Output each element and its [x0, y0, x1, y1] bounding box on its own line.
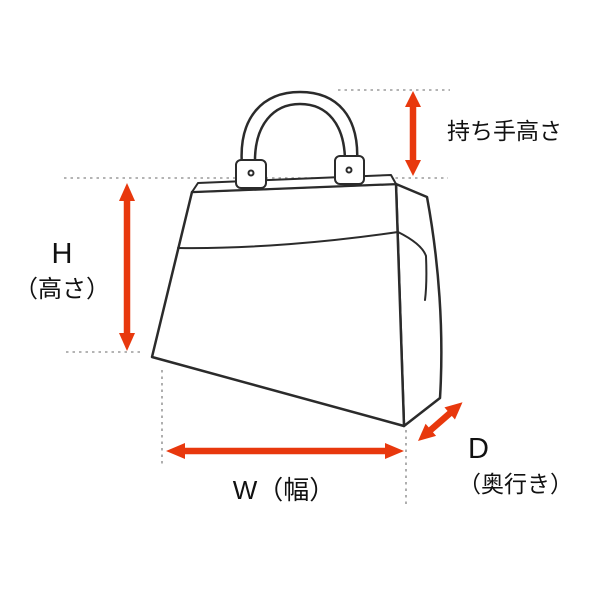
bag-handle-outer: [240, 90, 359, 168]
depth-arrow-shaft: [427, 409, 454, 434]
depth-symbol-label: D: [468, 433, 489, 465]
handle-height-arrow-head-bottom: [405, 160, 421, 176]
depth-arrow-head-back: [444, 402, 463, 420]
height-arrow: [119, 183, 135, 351]
width-label: W（幅）: [233, 475, 336, 505]
handle-height-arrow-head-top: [405, 91, 421, 107]
height-arrow-head-top: [119, 183, 135, 201]
depth-arrow: [418, 402, 463, 441]
handle-height-label: 持ち手高さ: [447, 118, 562, 144]
bag-flap-edge: [177, 231, 399, 250]
bag-front-face: [150, 182, 406, 428]
width-arrow: [166, 443, 404, 459]
width-arrow-head-right: [385, 443, 404, 459]
depth-arrow-head-front: [418, 423, 437, 441]
handle-height-arrow: [405, 91, 421, 176]
height-arrow-head-bottom: [119, 333, 135, 351]
bag-flap-side: [397, 231, 428, 301]
bag-rivet-right: [345, 166, 353, 174]
depth-name-label: （奥行き）: [458, 471, 573, 497]
bag-illustration: [150, 90, 443, 428]
height-symbol-label: H: [52, 238, 73, 270]
bag-handle-fitting-right: [334, 155, 365, 185]
bag-handle-fitting-left: [235, 159, 267, 189]
width-arrow-head-left: [166, 443, 185, 459]
bag-handle: [240, 90, 359, 168]
height-name-label: （高さ）: [14, 276, 110, 303]
bag-rivet-left: [247, 169, 255, 177]
bag-side-gusset: [394, 182, 443, 428]
